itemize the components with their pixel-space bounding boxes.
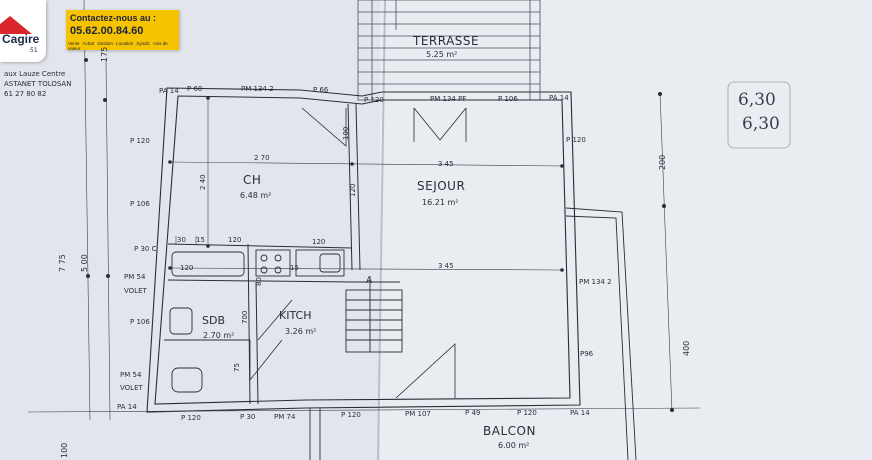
label-left-p106-b: P 106	[130, 318, 150, 326]
terrasse-slats	[357, 0, 541, 101]
dim-15-k: 15	[290, 264, 299, 272]
label-bottom-p120-a: P 120	[181, 414, 201, 422]
label-top-pm1342: PM 134 2	[241, 85, 274, 93]
exterior-walls	[146, 87, 581, 413]
washbasin	[169, 307, 193, 335]
agency-logo[interactable]: Cagire 51	[0, 0, 46, 62]
label-right-p96: P96	[580, 350, 594, 358]
dim-120-v: 120	[349, 183, 357, 197]
handwritten-note-box	[727, 81, 791, 149]
label-top-pm134pf: PM 134 PF	[430, 95, 467, 103]
label-bottom-p30: P 30	[240, 413, 256, 421]
brand-name: Cagire	[2, 32, 40, 46]
nav-syndic[interactable]: Syndic	[136, 41, 150, 46]
dim-345-mid: 3 45	[438, 262, 454, 270]
label-bottom-p120-b: P 120	[341, 411, 361, 419]
brand-code: 51	[30, 47, 38, 54]
dim-120-a: 120	[228, 236, 242, 244]
room-balcon-name: BALCON	[483, 424, 536, 438]
room-terrasse-area: 5.25 m²	[426, 50, 458, 59]
label-bottom-p120-c: P 120	[517, 409, 537, 417]
cooktop	[255, 249, 291, 277]
room-sdb-name: SDB	[202, 314, 225, 327]
dim-100: 100	[60, 442, 69, 458]
label-bottom-pa14: PA 14	[570, 409, 590, 417]
dim-270: 2 70	[254, 154, 270, 162]
stair-label: A	[366, 276, 373, 286]
room-terrasse-name: TERRASSE	[413, 34, 480, 48]
label-left-volet-b: VOLET	[120, 384, 143, 392]
contact-banner[interactable]: Contactez-nous au : 05.62.00.84.60 Vente…	[66, 10, 179, 51]
contact-phone[interactable]: 05.62.00.84.60	[70, 25, 144, 37]
paper-fold	[377, 0, 386, 460]
label-left-volet-a: VOLET	[124, 287, 147, 295]
dimension-ticks	[84, 58, 674, 412]
margin-phone: 61 27 80 82	[4, 90, 47, 98]
handwritten-note-2: 6,30	[742, 114, 780, 134]
label-top-p66: P 66	[313, 86, 329, 94]
room-balcon-area: 6.00 m²	[498, 441, 530, 450]
label-left-pa14: PA 14	[117, 403, 137, 411]
label-top-p120: P 120	[364, 96, 384, 104]
nav-location[interactable]: Location	[116, 41, 134, 46]
dim-400: 400	[682, 340, 691, 356]
label-left-p106-a: P 106	[130, 200, 150, 208]
room-chambre-name: CH	[243, 173, 262, 187]
banner-nav: Vente Achat Gestion Location Syndic Avis…	[68, 41, 179, 51]
label-left-p30c: P 30 C	[134, 245, 157, 253]
room-sejour-name: SEJOUR	[417, 179, 466, 193]
label-right-pm1342: PM 134 2	[579, 278, 612, 286]
contact-title: Contactez-nous au :	[70, 13, 157, 23]
roof-icon	[0, 16, 32, 34]
label-left-pm54-a: PM 54	[124, 273, 146, 281]
label-top-pa14-left: PA 14	[159, 87, 179, 95]
dim-100-door: 100	[342, 126, 350, 140]
dim-700: 700	[241, 310, 249, 324]
room-sejour-area: 16.21 m²	[422, 198, 459, 207]
dim-240: 2 40	[199, 174, 207, 190]
dim-120-b: 120	[312, 238, 326, 246]
label-bottom-pm74: PM 74	[274, 413, 296, 421]
dim-120-bath: 120	[180, 264, 194, 272]
dim-775: 7 75	[58, 254, 67, 272]
dim-345-top: 3 45	[438, 160, 454, 168]
dim-15: 15	[196, 236, 205, 244]
label-left-p120: P 120	[130, 137, 150, 145]
label-top-pa14-right: PA 14	[549, 94, 569, 102]
label-left-pm54-b: PM 54	[120, 371, 142, 379]
dim-80: 80	[255, 277, 263, 286]
toilet	[171, 367, 203, 393]
dim-30: 30	[177, 236, 186, 244]
dim-175: 175	[100, 46, 109, 62]
label-bottom-pm107: PM 107	[405, 410, 431, 418]
balcony-structure	[309, 207, 637, 460]
bathtub	[171, 251, 245, 277]
handwritten-note-1: 6,30	[738, 90, 776, 110]
label-top-p60: P 60	[187, 85, 203, 93]
fixtures	[169, 249, 345, 393]
margin-town: ASTANET TOLOSAN	[4, 80, 72, 88]
dim-75: 75	[233, 363, 241, 372]
room-chambre-area: 6.48 m²	[240, 191, 272, 200]
nav-vente[interactable]: Vente	[68, 41, 80, 46]
label-bottom-p49: P 49	[465, 409, 481, 417]
room-sdb-area: 2.70 m²	[203, 331, 235, 340]
nav-achat[interactable]: Achat	[82, 41, 95, 46]
stairs	[345, 276, 403, 353]
dim-500: 5 00	[80, 254, 89, 272]
label-top-p106: P 106	[498, 95, 518, 103]
dimension-lines	[27, 0, 701, 421]
label-right-p120: P 120	[566, 136, 586, 144]
margin-address: aux Lauze Centre	[4, 70, 66, 78]
door-swings	[249, 107, 467, 399]
dim-200: 200	[658, 154, 667, 170]
nav-gestion[interactable]: Gestion	[97, 41, 113, 46]
kitchen-sink	[295, 249, 345, 277]
nav-avis-de-valeur[interactable]: Avis de valeur	[68, 41, 168, 51]
room-kitchen-area: 3.26 m²	[285, 327, 317, 336]
paper-right-panel	[380, 0, 872, 460]
room-kitchen-name: KITCH	[279, 309, 312, 322]
